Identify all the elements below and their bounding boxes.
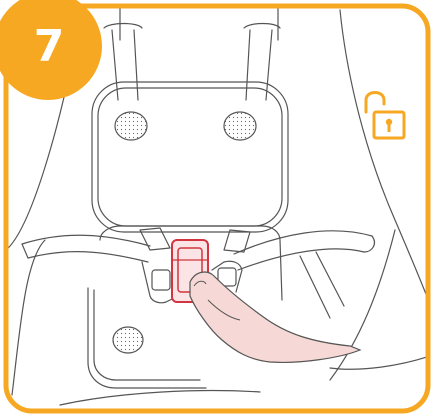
unlocked-padlock-icon — [366, 93, 404, 139]
step-badge — [0, 0, 102, 100]
chest-pad — [92, 82, 288, 232]
lap-belt-right — [234, 231, 374, 318]
lap-belt-left — [22, 235, 150, 262]
pressing-hand — [190, 272, 360, 362]
